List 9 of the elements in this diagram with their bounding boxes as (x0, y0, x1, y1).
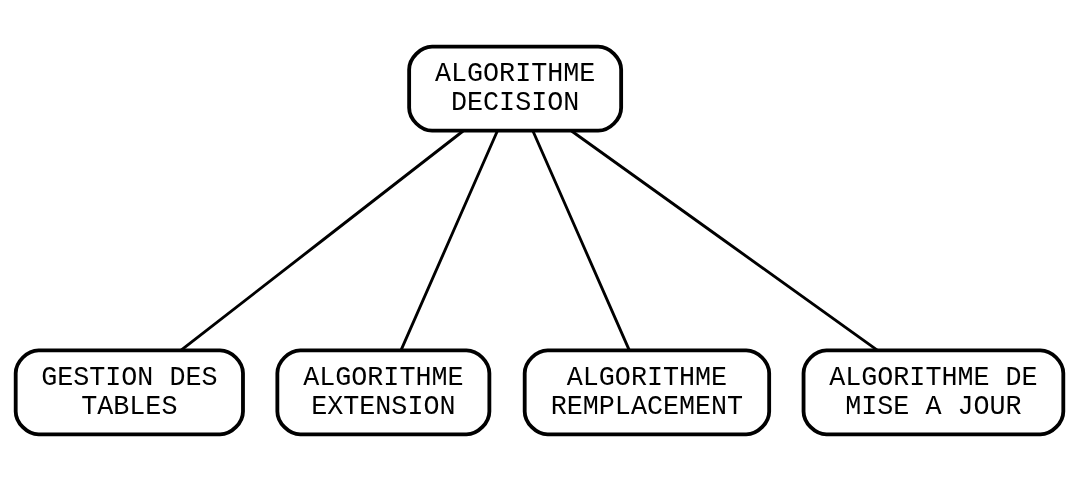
node-box: ALGORITHME DECISION (407, 44, 624, 133)
node-box: GESTION DES TABLES (13, 347, 245, 436)
node-box: ALGORITHME REMPLACEMENT (522, 347, 772, 436)
node-box: ALGORITHME EXTENSION (275, 347, 492, 436)
connector (570, 129, 879, 351)
connector (531, 129, 631, 351)
connector (399, 129, 499, 351)
connector (180, 129, 464, 351)
node-box: ALGORITHME DE MISE A JOUR (801, 347, 1066, 436)
